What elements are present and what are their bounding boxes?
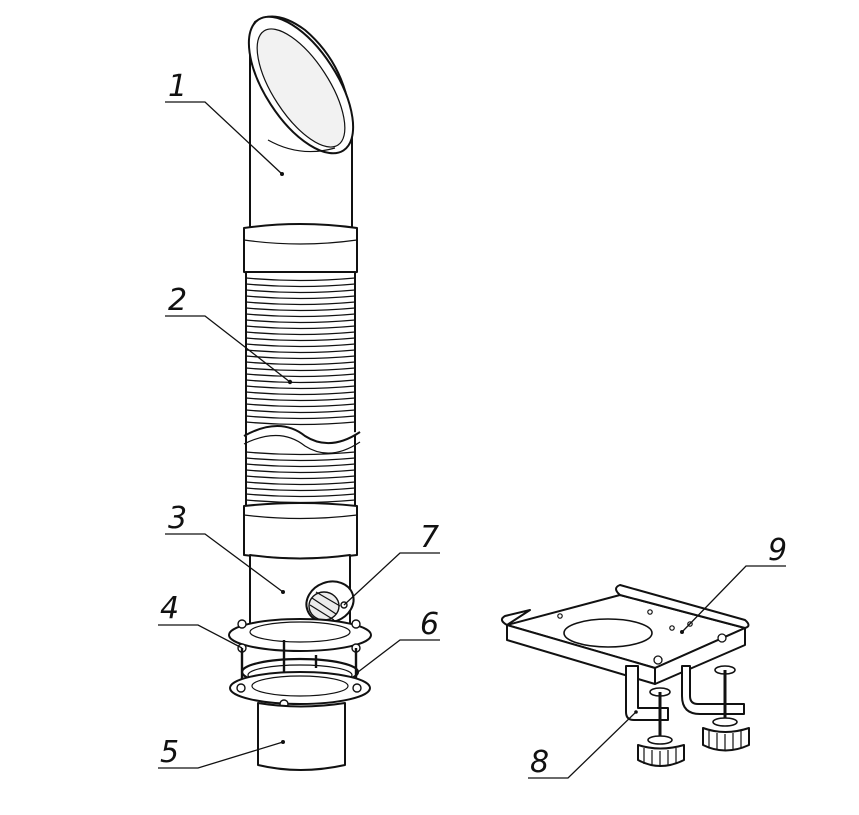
- hose-rib: [245, 451, 356, 456]
- hose-rib: [245, 481, 356, 486]
- hose-rib: [245, 325, 356, 330]
- bottom-nozzle: [257, 702, 346, 771]
- hose-rib: [245, 391, 356, 396]
- hose-rib: [245, 337, 356, 342]
- hose-rib: [245, 475, 356, 480]
- callout-4: 4: [160, 591, 179, 626]
- hose-rib: [245, 277, 356, 282]
- hose-rib: [245, 469, 356, 474]
- hose-rib: [245, 379, 356, 384]
- hose-rib: [245, 373, 356, 378]
- hose-rib: [245, 367, 356, 372]
- hose-rib: [245, 319, 356, 324]
- callout-6: 6: [420, 607, 439, 642]
- callout-7: 7: [420, 520, 439, 555]
- hose-rib: [245, 283, 356, 288]
- lower-flange: [229, 671, 371, 709]
- hose-rib: [245, 301, 356, 306]
- hose-rib: [245, 421, 356, 426]
- corrugated-section: [243, 271, 361, 513]
- callout-3: 3: [168, 501, 187, 536]
- hose-rib: [245, 493, 356, 498]
- hose-rib: [245, 295, 356, 300]
- hose-rib: [245, 349, 356, 354]
- hose-rib: [245, 457, 356, 462]
- callout-8: 8: [530, 745, 549, 780]
- hose-rib: [245, 397, 356, 402]
- hose-rib: [245, 289, 356, 294]
- callout-9: 9: [768, 533, 787, 568]
- lower-collar: [243, 502, 358, 560]
- hose-rib: [245, 487, 356, 492]
- leader-lines: [158, 101, 786, 779]
- hose-rib: [245, 361, 356, 366]
- hose-rib: [245, 331, 356, 336]
- hose-rib: [245, 415, 356, 420]
- hose-rib: [245, 307, 356, 312]
- upper-flange: [228, 618, 372, 653]
- mounting-clamp-left: [625, 665, 685, 767]
- callout-5: 5: [160, 735, 179, 770]
- callout-2: 2: [168, 283, 187, 318]
- hose-rib: [245, 343, 356, 348]
- hose-ribs: [245, 277, 356, 510]
- pipe-top-section: [247, 15, 355, 231]
- hose-rib: [245, 463, 356, 468]
- hose-rib: [245, 403, 356, 408]
- hose-rib: [245, 313, 356, 318]
- mounting-clamp-right: [681, 665, 750, 752]
- mounting-plate: [501, 584, 750, 685]
- hose-rib: [245, 385, 356, 390]
- callout-1: 1: [168, 69, 187, 104]
- damper-knob: [305, 580, 355, 624]
- upper-collar: [243, 223, 358, 277]
- hose-rib: [245, 409, 356, 414]
